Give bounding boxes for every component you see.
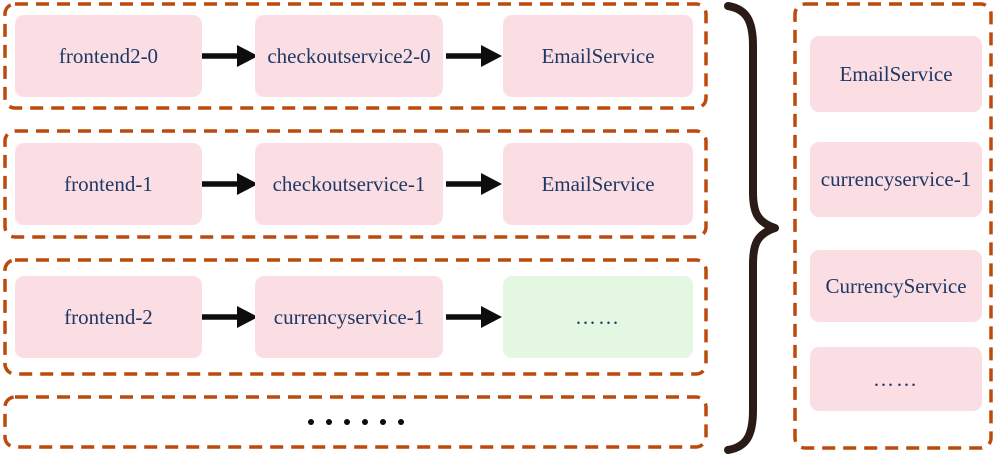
dashed-border [793, 2, 993, 450]
service-ellipsis: …… [810, 347, 982, 411]
arrow-icon [446, 173, 502, 195]
curly-brace [712, 0, 792, 455]
service-label: EmailService [839, 61, 953, 86]
arrow-icon [202, 45, 258, 67]
node-currencyservice-1: currencyservice-1 [255, 276, 443, 358]
service-label: CurrencyService [825, 273, 967, 298]
chain-row-2: frontend-1 checkoutservice-1 EmailServic… [3, 129, 708, 239]
aggregated-services-panel: EmailService currencyservice-1 CurrencyS… [793, 2, 993, 450]
node-label: frontend-2 [64, 304, 153, 329]
dot [379, 419, 386, 425]
service-currencyservice: CurrencyService [810, 250, 982, 322]
dashed-border [3, 395, 708, 449]
arrow-icon [202, 306, 258, 328]
node-label: frontend-1 [64, 171, 153, 196]
dot [307, 419, 314, 425]
dot [325, 419, 332, 425]
dashed-border [3, 258, 708, 376]
chain-row-1: frontend2-0 checkoutservice2-0 EmailServ… [3, 2, 708, 110]
node-checkoutservice-1: checkoutservice-1 [255, 143, 443, 225]
node-label: EmailService [541, 43, 655, 68]
ellipsis-dots [3, 419, 708, 425]
more-chains-row [3, 395, 708, 449]
node-frontend-1: frontend-1 [15, 143, 202, 225]
service-label: …… [873, 366, 919, 391]
dot [397, 419, 404, 425]
arrow-icon [202, 173, 258, 195]
arrow-icon [446, 306, 502, 328]
dashed-border [3, 129, 708, 239]
node-label: EmailService [541, 171, 655, 196]
node-label: …… [575, 304, 621, 329]
node-checkoutservice2-0: checkoutservice2-0 [255, 15, 443, 97]
node-label: frontend2-0 [58, 43, 159, 68]
dot [343, 419, 350, 425]
arrow-icon [446, 45, 502, 67]
dashed-border [3, 2, 708, 110]
node-ellipsis: …… [503, 276, 693, 358]
curly-brace-icon [724, 2, 779, 454]
service-label: currencyservice-1 [820, 167, 972, 191]
node-emailservice: EmailService [503, 143, 693, 225]
chain-row-3: frontend-2 currencyservice-1 …… [3, 258, 708, 376]
service-emailservice: EmailService [810, 36, 982, 112]
node-emailservice: EmailService [503, 15, 693, 97]
service-currencyservice-1: currencyservice-1 [810, 142, 982, 217]
node-label: checkoutservice-1 [272, 171, 426, 196]
node-frontend2-0: frontend2-0 [15, 15, 202, 97]
node-frontend-2: frontend-2 [15, 276, 202, 358]
node-label: currencyservice-1 [273, 304, 425, 329]
dot [361, 419, 368, 425]
node-label: checkoutservice2-0 [267, 43, 431, 68]
